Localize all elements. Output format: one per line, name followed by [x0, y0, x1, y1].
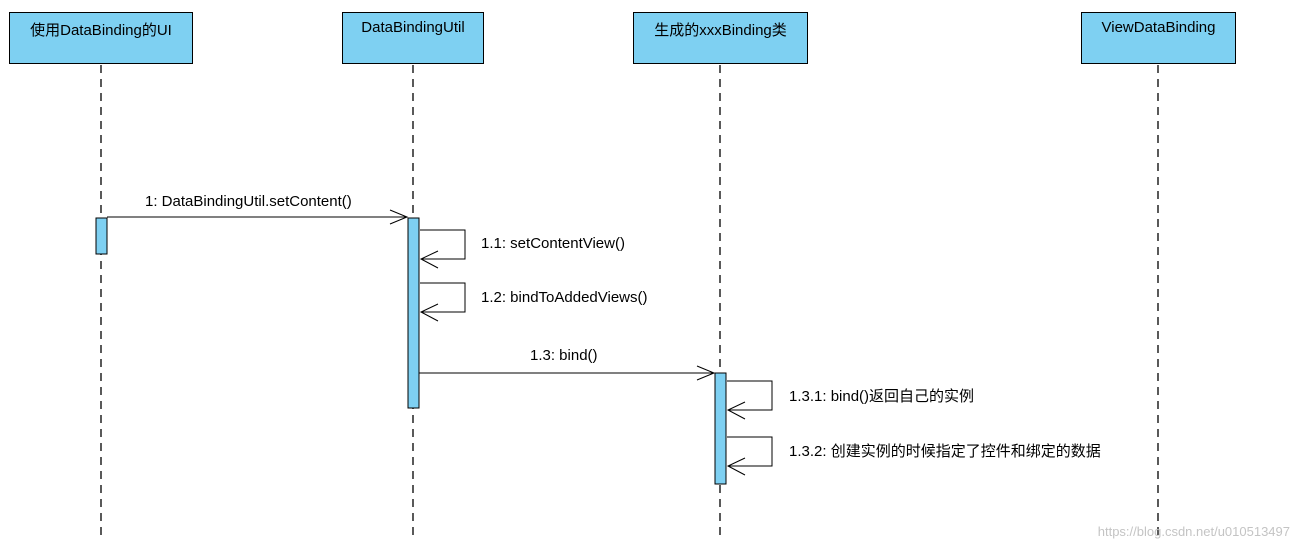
watermark: https://blog.csdn.net/u010513497: [1098, 524, 1290, 539]
lifeline-header-databindingutil: DataBindingUtil: [342, 12, 484, 64]
activation-bar-databindingutil: [407, 217, 420, 409]
activation-bar-ui: [95, 217, 108, 255]
arrowhead-1-1: [419, 250, 439, 269]
lifeline-header-ui: 使用DataBinding的UI: [9, 12, 193, 64]
message-arrow-1-2: [420, 282, 466, 313]
message-label-1: 1: DataBindingUtil.setContent(): [145, 193, 352, 210]
lifeline-header-viewdatabinding: ViewDataBinding: [1081, 12, 1236, 64]
message-arrow-1-3-1: [727, 380, 773, 411]
message-arrow-1-3-2: [727, 436, 773, 467]
lifeline-header-xxxbinding: 生成的xxxBinding类: [633, 12, 808, 64]
arrowhead-1-3-1: [726, 401, 746, 420]
message-arrow-1-1: [420, 229, 466, 260]
message-label-1-3-1: 1.3.1: bind()返回自己的实例: [789, 388, 974, 405]
activation-bar-xxxbinding: [714, 372, 727, 485]
arrowhead-1-3-2: [726, 457, 746, 476]
message-label-1-1: 1.1: setContentView(): [481, 235, 625, 252]
message-label-1-3-2: 1.3.2: 创建实例的时候指定了控件和绑定的数据: [789, 443, 1101, 460]
arrowhead-1-2: [419, 303, 439, 322]
arrowhead-1: [389, 209, 409, 225]
message-label-1-2: 1.2: bindToAddedViews(): [481, 289, 648, 306]
arrowhead-1-3: [696, 365, 716, 381]
message-label-1-3: 1.3: bind(): [530, 347, 598, 364]
